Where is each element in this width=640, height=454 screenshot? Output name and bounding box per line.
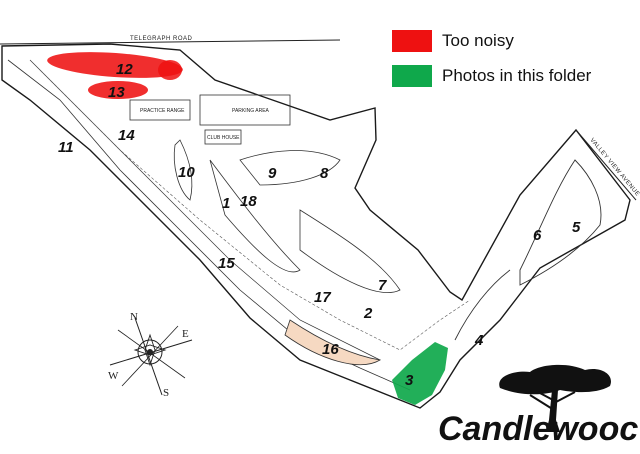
telegraph-road-line: [0, 39, 341, 45]
hole-11-label: 11: [58, 139, 74, 156]
fairway-7: [299, 209, 401, 293]
club-house-label: CLUB HOUSE: [207, 135, 240, 141]
hole-8-label: 8: [320, 165, 329, 182]
telegraph-road-label: TELEGRAPH ROAD: [130, 36, 193, 42]
noisy-zone-12: [47, 52, 183, 78]
photos-zone-3: [392, 342, 448, 405]
hole-7-label: 7: [378, 277, 387, 294]
legend-photos: Photos in this folder: [392, 65, 591, 87]
hole-6-label: 6: [533, 227, 542, 244]
hole-15-label: 15: [218, 255, 235, 272]
hole-10-label: 10: [178, 164, 195, 181]
cart-path: [39, 69, 471, 351]
hole-12-label: 12: [116, 61, 133, 78]
hole-17-label: 17: [314, 289, 331, 306]
hole-5-label: 5: [572, 219, 581, 236]
hole-13-label: 13: [108, 84, 125, 101]
club-house-lot: [204, 129, 242, 145]
fairway-4: [454, 269, 511, 341]
legend-swatch-green: [392, 65, 432, 87]
tree-trunk-icon: [546, 390, 560, 432]
compass-e: E: [182, 328, 189, 340]
fairway-10: [173, 139, 193, 201]
hole-2-label: 2: [363, 305, 373, 322]
hole-4-label: 4: [474, 332, 484, 349]
practice-range-lot: [129, 99, 191, 121]
hole-14-label: 14: [118, 127, 135, 144]
fairway-9-8: [239, 150, 341, 186]
tree-icon: [499, 364, 611, 395]
inner-boundary: [7, 59, 411, 391]
brand-name: Candlewooc: [438, 410, 638, 448]
compass-n: N: [130, 311, 138, 323]
fairway-18: [209, 159, 301, 273]
valley-view-avenue-label: VALLEY VIEW AVENUE: [588, 137, 640, 197]
legend-swatch-red: [392, 30, 432, 52]
compass-rose: N E S W: [108, 311, 193, 399]
practice-range-label: PRACTICE RANGE: [140, 108, 185, 114]
compass-s: S: [163, 387, 169, 399]
fairway-5-6: [519, 159, 602, 286]
parking-area-lot: [199, 94, 291, 126]
course-boundary: [1, 43, 631, 409]
fairway-16: [284, 319, 382, 366]
tree-branches-icon: [529, 391, 576, 411]
brand-logo: Candlewooc: [438, 364, 638, 448]
legend-label-photos: Photos in this folder: [442, 66, 592, 85]
noisy-zone-13: [88, 81, 148, 99]
inner-boundary-b: [29, 59, 381, 361]
hole-3-label: 3: [405, 372, 414, 389]
parking-area-label: PARKING AREA: [232, 108, 270, 114]
hole-16-label: 16: [322, 341, 339, 358]
legend-too-noisy: Too noisy: [392, 30, 514, 52]
legend-label-too-noisy: Too noisy: [442, 31, 514, 50]
hole-18-label: 18: [240, 193, 257, 210]
hole-1-label: 1: [222, 195, 230, 212]
hole-9-label: 9: [268, 165, 277, 182]
valley-view-road-line: [575, 129, 637, 201]
compass-w: W: [108, 370, 119, 382]
noisy-zone-12-tail: [158, 60, 182, 80]
